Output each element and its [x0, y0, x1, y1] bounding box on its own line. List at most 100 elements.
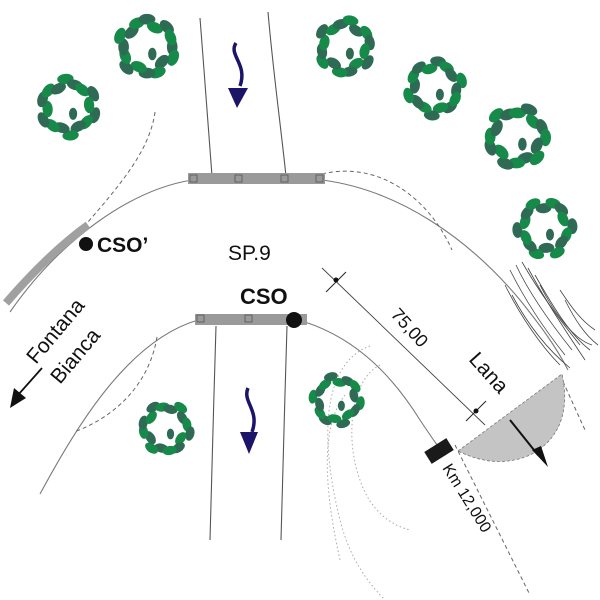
tree-leaf: [554, 202, 569, 216]
tree-leaf: [518, 137, 527, 151]
dimension-point-start: [333, 277, 339, 283]
tree-leaf: [490, 119, 503, 137]
tree-leaf: [62, 130, 79, 141]
bridge-post: [280, 174, 289, 183]
tree-leaf: [316, 24, 329, 39]
lana-direction-arrow-icon: [509, 419, 548, 467]
lana-label: Lana: [464, 348, 513, 398]
tree-leaf: [421, 63, 438, 75]
tree-leaf: [488, 108, 504, 123]
bridge-post: [244, 314, 253, 323]
kilometer-marker-post: [424, 438, 454, 464]
distance-label: 75,00: [387, 304, 432, 351]
tree-leaf: [449, 91, 461, 107]
tree-leaf: [361, 55, 374, 70]
tree-leaf: [41, 83, 55, 98]
km-reference-line: [454, 444, 531, 596]
cso-label: CSO: [240, 284, 288, 309]
cso-prime-marker: [79, 237, 93, 251]
tree-leaf: [324, 372, 338, 382]
tree-leaf: [69, 107, 78, 120]
tree-icon: [114, 13, 180, 79]
tree-icon: [37, 73, 101, 141]
contour-dotted-1: [327, 345, 386, 600]
tree-icon: [308, 372, 365, 429]
cso-marker: [286, 312, 302, 328]
tree-leaf: [50, 82, 66, 95]
tree-leaf: [308, 389, 318, 404]
tree-leaf: [138, 415, 148, 430]
tree-leaf: [75, 83, 90, 97]
tree-leaf: [316, 54, 329, 69]
trees-layer: [37, 13, 578, 456]
tree-leaf: [83, 96, 95, 114]
distance-dimension: [321, 267, 487, 426]
tree-leaf: [145, 411, 157, 424]
embankment-line-nw: [87, 111, 156, 223]
tree-leaf: [530, 137, 543, 154]
tree-leaf: [349, 24, 364, 37]
tree-leaf: [162, 445, 177, 456]
bridge-lower: [195, 314, 307, 325]
tree-leaf: [167, 49, 180, 66]
tree-leaf: [546, 228, 554, 241]
tree-leaf: [315, 397, 325, 412]
slope-hatching: [504, 261, 599, 369]
tree-icon: [512, 198, 578, 260]
tree-leaf: [557, 211, 569, 227]
tree-leaf: [520, 103, 538, 116]
bridge-post: [196, 314, 205, 323]
tree-icon: [138, 401, 195, 456]
stream-bank-left-lower: [209, 325, 217, 541]
kilometer-label: Km 12,000: [439, 461, 494, 536]
tree-icon: [316, 15, 375, 78]
tree-leaf: [130, 61, 147, 73]
tree-leaf: [497, 157, 514, 170]
tree-leaf: [154, 54, 169, 69]
dimension-point-end: [473, 408, 479, 414]
contour-dotted-2: [351, 364, 411, 531]
fontana-bianca-direction-arrow-icon: [10, 367, 43, 408]
tree-leaf: [337, 400, 345, 411]
road-edge-north: [9, 179, 569, 371]
tree-leaf: [529, 150, 545, 166]
tree-leaf: [512, 222, 523, 238]
visibility-fan: [457, 373, 565, 462]
tree-leaf: [435, 88, 444, 101]
tree-leaf: [349, 388, 359, 403]
stream-bank-right-lower: [280, 325, 288, 541]
stream-upper: [199, 11, 287, 177]
tree-leaf: [549, 246, 565, 259]
tree-leaf: [326, 57, 341, 70]
tree-leaf: [319, 34, 330, 51]
tree-leaf: [164, 29, 177, 46]
tree-leaf: [540, 129, 552, 147]
tree-leaf: [520, 230, 532, 245]
bridge-post: [189, 174, 198, 183]
fan-edge-line: [559, 374, 586, 431]
road-name-label: SP.9: [228, 242, 271, 265]
bridge-post: [315, 174, 324, 183]
tree-leaf: [494, 144, 509, 160]
stream-lower: [209, 325, 288, 541]
tree-icon: [403, 56, 467, 121]
tree-leaf: [146, 21, 164, 34]
cso-prime-label: CSO’: [97, 234, 148, 257]
tree-leaf: [538, 242, 555, 253]
tree-leaf: [359, 43, 370, 59]
tree-icon: [484, 103, 552, 170]
water-flow-arrow-upper-icon: [228, 42, 248, 108]
bridge-deck-upper: [188, 173, 325, 184]
tree-leaf: [327, 414, 342, 423]
tree-leaf: [119, 60, 134, 75]
road-edge-south: [39, 319, 447, 495]
tree-leaf: [114, 27, 126, 44]
stream-bank-left-upper: [199, 17, 213, 177]
tree-leaf: [175, 432, 187, 445]
tree-leaf: [445, 68, 458, 82]
tree-leaf: [555, 235, 568, 250]
tree-leaf: [148, 47, 157, 61]
embankment-line-sw: [73, 336, 158, 433]
tree-leaf: [432, 102, 449, 113]
